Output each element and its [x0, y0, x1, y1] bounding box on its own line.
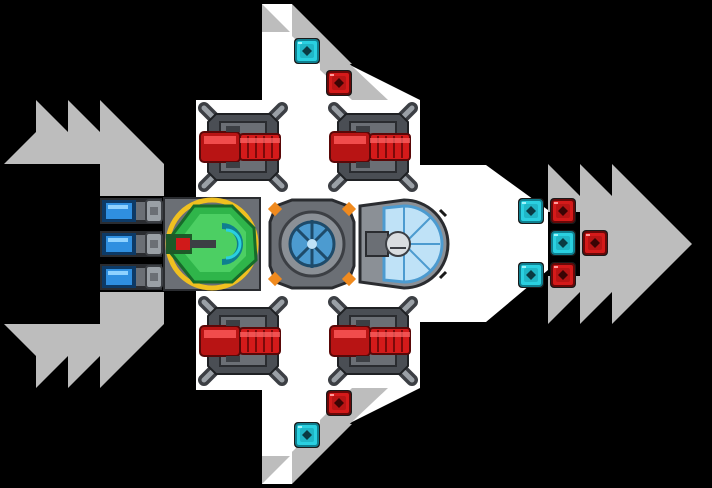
- cyan-block[interactable]: [293, 421, 321, 449]
- thruster-3[interactable]: [99, 263, 163, 291]
- left-wing-upper: [4, 100, 164, 196]
- red-block[interactable]: [325, 389, 353, 417]
- left-wing-lower: [4, 292, 164, 388]
- fin-top-1: [262, 4, 290, 32]
- turret-bottom-right[interactable]: [330, 302, 412, 380]
- cyan-block[interactable]: [517, 261, 545, 289]
- cyan-block[interactable]: [517, 197, 545, 225]
- fin-bottom-1: [262, 456, 290, 484]
- shield-generator[interactable]: [358, 198, 450, 290]
- red-block[interactable]: [581, 229, 609, 257]
- turret-bottom-left[interactable]: [200, 302, 282, 380]
- turret-top-right[interactable]: [330, 108, 412, 186]
- cockpit[interactable]: [163, 197, 261, 291]
- cyan-block[interactable]: [549, 229, 577, 257]
- thruster-1[interactable]: [99, 197, 163, 225]
- right-wing: [548, 164, 692, 324]
- turret-top-left[interactable]: [200, 108, 282, 186]
- cyan-block[interactable]: [293, 37, 321, 65]
- thruster-2[interactable]: [99, 230, 163, 258]
- thruster-bank: [99, 197, 163, 291]
- reactor[interactable]: [267, 198, 357, 290]
- red-block[interactable]: [549, 261, 577, 289]
- red-block[interactable]: [325, 69, 353, 97]
- red-block[interactable]: [549, 197, 577, 225]
